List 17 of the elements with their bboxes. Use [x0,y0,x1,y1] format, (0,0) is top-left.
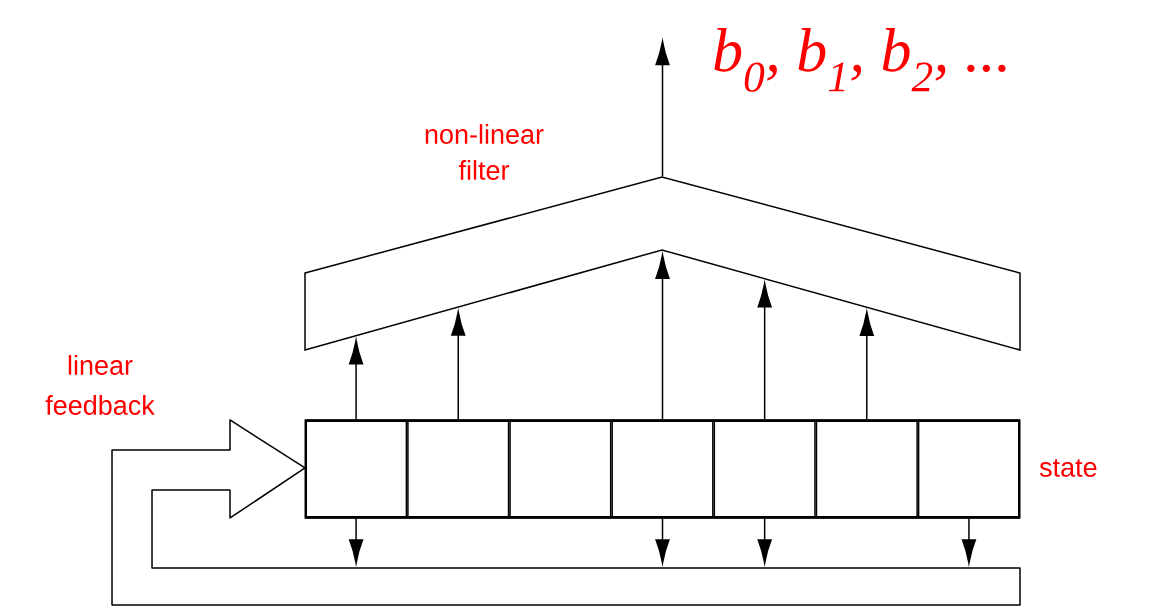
register-cell [815,419,918,519]
register-cell [611,419,714,519]
register-cell [305,419,408,519]
arrow [348,339,364,420]
arrow [348,518,364,564]
arrow [757,282,772,420]
arrow [859,311,874,420]
filter-label: non-linear filter [425,124,544,180]
register-cell [407,419,510,519]
register-cell [713,419,816,519]
arrow [451,311,466,420]
register-cell [917,419,1020,519]
arrow [961,518,977,564]
register-cell [509,419,612,519]
output-sequence: b$_{0}$, b$_{1}$, b$_{2}$, ... [714,28,1006,92]
register-label: state [1039,459,1097,477]
feedback-label: linear feedback [45,355,155,415]
